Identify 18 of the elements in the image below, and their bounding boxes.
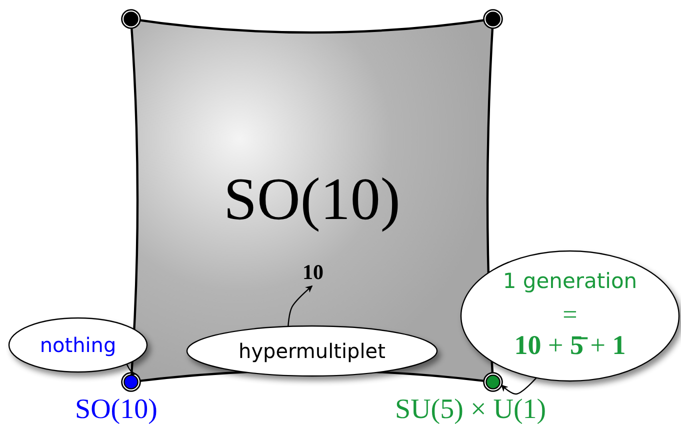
vertex-dot [483, 372, 503, 392]
leader-arrow [500, 377, 537, 395]
leader-arrow [126, 364, 136, 376]
vertex-dot [483, 9, 503, 29]
representation-label: 10 [302, 259, 324, 286]
callout-text: hypermultiplet [238, 338, 386, 364]
vertex-dot [121, 372, 141, 392]
callout-text: nothing [38, 332, 118, 358]
callout-text: 1 generation [502, 268, 638, 295]
callout-ellipse [8, 317, 148, 373]
group-label: SU(5) × U(1) [395, 396, 546, 424]
formula: 10 + 5̄ + 1 [513, 330, 627, 360]
group-label: SO(10) [75, 396, 158, 424]
vertex-dot [121, 9, 141, 29]
group-title: SO(10) [222, 165, 402, 234]
equals-sign: = [562, 300, 578, 330]
leader-arrow [288, 285, 313, 326]
callout-ellipse [460, 250, 680, 382]
